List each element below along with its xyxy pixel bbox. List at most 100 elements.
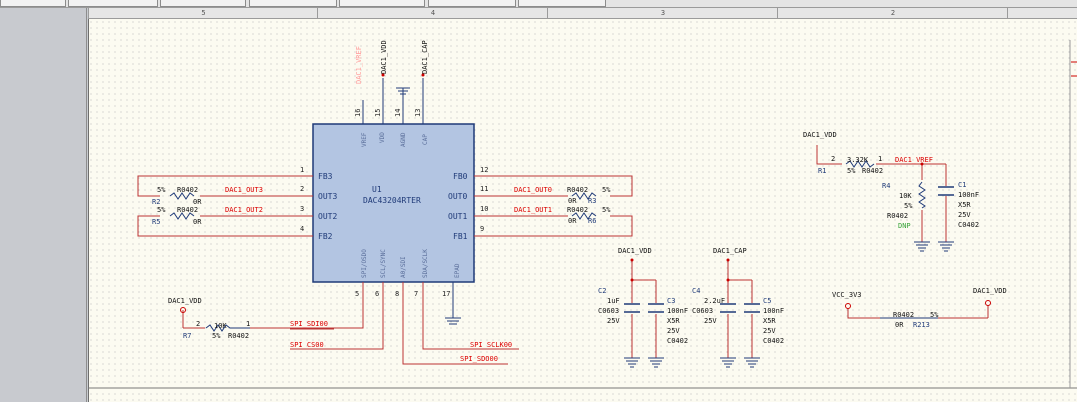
document-tab[interactable] (339, 0, 425, 7)
c1-value: 100nF (958, 191, 979, 199)
u1-pin-num: 3 (300, 205, 304, 213)
c5-value: 100nF (763, 307, 784, 315)
r3-ref[interactable]: R3 (588, 197, 596, 205)
r7-ref[interactable]: R7 (183, 332, 191, 340)
net-label-spi-sdo00[interactable]: SPI_SDO00 (460, 355, 498, 363)
net-label-c2-dac1-vdd[interactable]: DAC1_VDD (618, 247, 652, 255)
schematic-sheet[interactable] (88, 19, 1077, 402)
r3-value: 0R (568, 197, 577, 205)
r7-pin2: 2 (196, 320, 200, 328)
ground-symbol-icon (720, 357, 760, 368)
u1-pin-name: OUT1 (448, 212, 467, 221)
net-label-spi-sdi00[interactable]: SPI_SDI00 (290, 320, 328, 328)
u1-pin-name: OUT2 (318, 212, 337, 221)
ruler-zone-3: 3 (547, 8, 778, 18)
document-tab[interactable] (428, 0, 516, 7)
ruler-zone-5: 5 (88, 8, 318, 18)
r5-tol: 5% (157, 206, 166, 214)
net-label-dac1-vref[interactable]: DAC1_VREF (355, 46, 363, 84)
u1-pin-num: 13 (414, 109, 422, 117)
r2-ref[interactable]: R2 (152, 198, 160, 206)
u1-pin-name: FB1 (453, 232, 468, 241)
r6-ref[interactable]: R6 (588, 217, 596, 225)
document-tab[interactable] (160, 0, 246, 7)
sheet-zone-ruler: 5 4 3 2 (88, 8, 1077, 19)
net-label-vref-divider[interactable]: DAC1_VREF (895, 156, 933, 164)
ruler-zone-4: 4 (317, 8, 548, 18)
document-tab[interactable] (518, 0, 606, 7)
r5-ref[interactable]: R5 (152, 218, 160, 226)
r6-value: 0R (568, 217, 577, 225)
c1-voltage: 25V (958, 211, 971, 219)
u1-pin-name: FB3 (318, 172, 333, 181)
c2-ref[interactable]: C2 (598, 287, 606, 295)
document-tab[interactable] (0, 0, 66, 7)
u1-ic[interactable]: U1 DAC43204RTER 1 FB3 2 OUT3 3 OUT2 4 FB… (300, 109, 488, 298)
u1-pin-name: VDD (379, 132, 386, 143)
c4-value: 2.2uF (704, 297, 725, 305)
u1-pin-name: A0/SDI (400, 256, 407, 278)
c2-value: 1uF (607, 297, 620, 305)
c1-ref[interactable]: C1 (958, 181, 966, 189)
net-label-r213-dac1-vdd[interactable]: DAC1_VDD (973, 287, 1007, 295)
resistor-icon (169, 192, 195, 220)
c5-ref[interactable]: C5 (763, 297, 771, 305)
c2-pkg: C0603 (598, 307, 619, 315)
net-label-dac1-cap[interactable]: DAC1_CAP (421, 40, 429, 74)
u1-pin-name: SDA/SCLK (422, 249, 429, 278)
capacitor-icon (624, 303, 664, 313)
r7-tol: 5% (212, 332, 221, 340)
r213-ref[interactable]: R213 (913, 321, 930, 329)
u1-pin-name: VREF (361, 132, 368, 147)
c3-voltage: 25V (667, 327, 680, 335)
u1-pin-num: 9 (480, 225, 484, 233)
net-label-dac1-out2[interactable]: DAC1_OUT2 (225, 206, 263, 214)
r3-pkg: R0402 (567, 186, 588, 194)
capacitor-icon (938, 186, 954, 196)
ground-symbol-icon (624, 357, 664, 368)
net-label-spi-cs00[interactable]: SPI_CS00 (290, 341, 324, 349)
r5-pkg: R0402 (177, 206, 198, 214)
c1-pkg: C0402 (958, 221, 979, 229)
document-tab[interactable] (68, 0, 158, 7)
net-label-vcc-3v3[interactable]: VCC_3V3 (832, 291, 862, 299)
u1-pin-num: 10 (480, 205, 488, 213)
u1-pin-num: 4 (300, 225, 304, 233)
net-label-dac1-out3[interactable]: DAC1_OUT3 (225, 186, 263, 194)
net-label-dac1-out1[interactable]: DAC1_OUT1 (514, 206, 552, 214)
net-label-c4-dac1-cap[interactable]: DAC1_CAP (713, 247, 747, 255)
net-label-spi-sclk00[interactable]: SPI_SCLK00 (470, 341, 512, 349)
r1-ref[interactable]: R1 (818, 167, 826, 175)
c5-dielectric: X5R (763, 317, 776, 325)
c4-pkg: C0603 (692, 307, 713, 315)
ruler-zone-edge (1007, 8, 1077, 18)
c4-ref[interactable]: C4 (692, 287, 700, 295)
r2-pkg: R0402 (177, 186, 198, 194)
r1-pkg: R0402 (862, 167, 883, 175)
c3-value: 100nF (667, 307, 688, 315)
r213-value: 0R (895, 321, 904, 329)
u1-pin-name: FB0 (453, 172, 468, 181)
u1-pin-num: 16 (354, 109, 362, 117)
u1-value: DAC43204RTER (363, 196, 421, 205)
document-tab[interactable] (249, 0, 337, 7)
r4-ref[interactable]: R4 (882, 182, 890, 190)
net-label-r1-dac1-vdd[interactable]: DAC1_VDD (803, 131, 837, 139)
r2-value: 0R (193, 198, 202, 206)
u1-body[interactable] (312, 123, 475, 283)
r2-tol: 5% (157, 186, 166, 194)
net-label-r7-dac1-vdd[interactable]: DAC1_VDD (168, 297, 202, 305)
u1-pin-num: 12 (480, 166, 488, 174)
net-label-dac1-vdd[interactable]: DAC1_VDD (380, 40, 388, 74)
u1-pin-num: 15 (374, 109, 382, 117)
r1-tol: 5% (847, 167, 856, 175)
r7-pin1: 1 (246, 320, 250, 328)
c3-ref[interactable]: C3 (667, 297, 675, 305)
u1-pin-name: SPI/OSDO (361, 249, 368, 278)
capacitor-icon (720, 303, 760, 313)
ground-symbol-icon (914, 241, 954, 252)
r1-pin2: 2 (831, 155, 835, 163)
c3-pkg: C0402 (667, 337, 688, 345)
net-label-dac1-out0[interactable]: DAC1_OUT0 (514, 186, 552, 194)
